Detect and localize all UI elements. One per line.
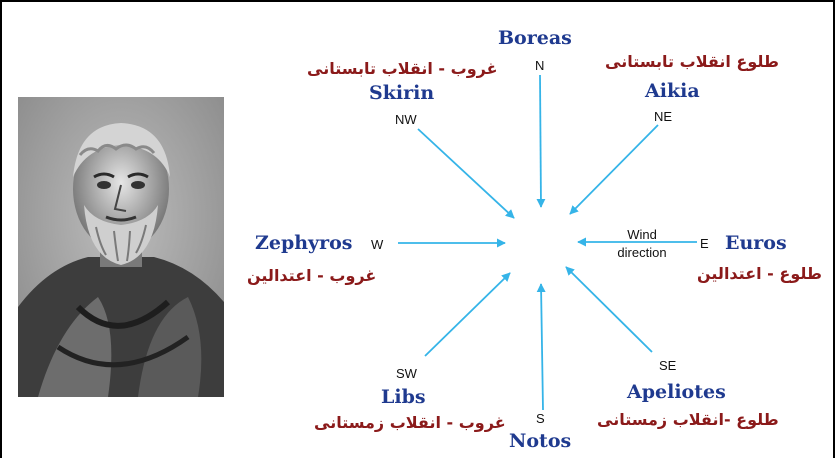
wind-direction-label: Wind direction <box>617 227 667 260</box>
direction-ne: NE <box>654 109 673 124</box>
arrow-se <box>565 266 653 353</box>
aristotle-portrait <box>18 97 224 397</box>
note-sw: غروب - انقلاب زمستانی <box>314 413 506 432</box>
note-se: طلوع -انقلاب زمستانی <box>597 410 779 429</box>
arrow-nw <box>417 128 515 219</box>
direction-sw: SW <box>396 366 417 381</box>
note-e: طلوع - اعتدالین <box>697 264 822 283</box>
arrow-n <box>536 74 546 208</box>
note-nw: غروب - انقلاب تابستانی <box>307 59 498 78</box>
note-w: غروب - اعتدالین <box>247 266 377 285</box>
wind-name-nw: Skirin <box>369 82 435 104</box>
direction-nw: NW <box>395 112 417 127</box>
wind-name-ne: Aikia <box>645 80 700 102</box>
wind-name-se: Apeliotes <box>627 381 726 403</box>
direction-se: SE <box>659 358 677 373</box>
wind-name-e: Euros <box>725 232 787 254</box>
arrow-ne <box>569 124 659 215</box>
wind-name-w: Zephyros <box>255 232 353 254</box>
arrow-s <box>536 283 546 411</box>
direction-w: W <box>371 237 384 252</box>
note-ne: طلوع انقلاب تابستانی <box>605 52 779 71</box>
wind-name-sw: Libs <box>381 386 426 408</box>
direction-s: S <box>536 411 545 426</box>
direction-n: N <box>535 58 545 73</box>
arrow-sw <box>424 272 511 357</box>
direction-e: E <box>700 236 709 251</box>
wind-name-s: Notos <box>509 430 572 452</box>
wind-name-n: Boreas <box>498 27 572 49</box>
